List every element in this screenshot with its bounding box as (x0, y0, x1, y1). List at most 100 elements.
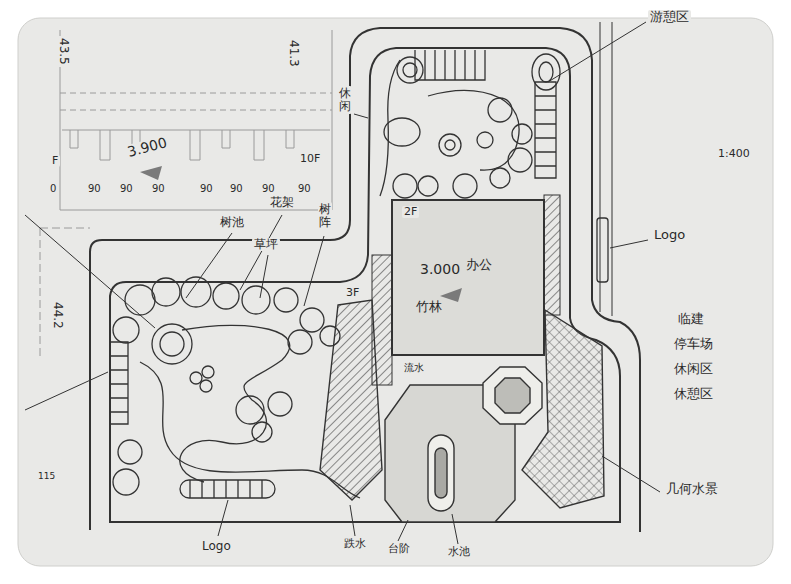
leader-line-part (610, 240, 648, 248)
lower-garden-part (288, 330, 312, 354)
paper-sheet (18, 18, 773, 566)
plan-label: 90 (118, 183, 135, 194)
existing-building-part (40, 228, 41, 360)
existing-building-part (332, 30, 333, 210)
lower-garden-part (110, 342, 128, 424)
plan-label: 树阵 (318, 202, 332, 230)
plan-label: 90 (150, 183, 167, 194)
upper-garden-part (490, 168, 510, 188)
plan-label: 游憩区 (648, 10, 691, 24)
plan-label: 临建 (676, 312, 706, 326)
lower-garden-part (180, 325, 290, 482)
lower-garden-part (152, 278, 180, 306)
upper-garden-part (380, 60, 400, 196)
plaza (320, 300, 604, 522)
existing-building-part (40, 228, 90, 229)
existing-building-part (60, 210, 332, 211)
lower-garden-part (190, 372, 202, 384)
leader-line-part (602, 456, 660, 492)
plan-label: 0 (48, 183, 58, 194)
upper-garden-part (384, 118, 420, 146)
existing-building-part (60, 93, 332, 94)
building-label: 办公 (464, 258, 494, 272)
plan-label: 3F (344, 287, 361, 299)
building-label: 3.000 (418, 262, 462, 277)
leader-line-part (240, 215, 282, 290)
plan-label: 44.2 (51, 300, 64, 331)
plan-label: 90 (296, 183, 313, 194)
upper-garden-part (418, 176, 438, 196)
office-building-part (392, 200, 544, 355)
plan-label: 休闲区 (672, 362, 715, 376)
leader-line-part (350, 505, 355, 536)
building-block: 3.000办公竹林 (392, 200, 544, 355)
upper-garden-part (415, 50, 485, 80)
lower-garden-part (213, 283, 239, 309)
leader-line-part (354, 114, 368, 118)
plan-label: 41.3 (287, 38, 300, 69)
lower-garden-part (236, 396, 264, 424)
leader-line-part (186, 233, 232, 298)
plaza-part (435, 448, 447, 498)
road-edge-part (612, 22, 613, 316)
plan-label: 跌水 (342, 538, 368, 550)
lower-garden-part (160, 332, 184, 356)
road-edge-part (110, 48, 620, 522)
plan-label: 台阶 (386, 543, 412, 555)
office-building-part (544, 195, 560, 315)
lower-garden (110, 218, 608, 498)
upper-garden-part (512, 124, 532, 144)
upper-garden-part (453, 174, 477, 198)
plaza-part (428, 435, 454, 511)
office-building (372, 195, 560, 385)
existing-building (40, 30, 332, 360)
plan-label: 90 (228, 183, 245, 194)
plan-label: 树池 (218, 216, 246, 229)
lower-garden-part (180, 480, 275, 498)
plan-label: 2F (402, 206, 419, 218)
plan-label: 90 (198, 183, 215, 194)
lower-garden-part (190, 480, 262, 498)
road-edge-part (600, 22, 601, 312)
upper-garden-part (532, 54, 560, 90)
plan-label: 休憩区 (672, 387, 715, 401)
plan-label: 43.5 (57, 36, 70, 67)
upper-garden-part (428, 90, 519, 170)
road-edge-part (90, 28, 640, 532)
plan-label: Logo (200, 540, 233, 553)
lower-garden-part (125, 285, 155, 315)
lower-garden-part (152, 324, 192, 364)
lower-garden-part (268, 392, 292, 416)
plan-label: 几何水景 (664, 482, 720, 496)
existing-building-part (62, 130, 330, 160)
plan-label: F (50, 155, 60, 167)
lower-garden-part (181, 277, 211, 307)
lower-garden-part (274, 288, 298, 312)
road-edge (90, 22, 640, 532)
leader-line-part (218, 500, 228, 536)
elevation-mark (140, 166, 162, 180)
plan-label: Logo (652, 228, 687, 242)
leader-line (25, 22, 660, 544)
existing-building-part (60, 110, 332, 111)
upper-garden-part (445, 140, 455, 150)
upper-garden-part (535, 82, 556, 178)
leader-line-part (25, 372, 108, 410)
lower-garden-part (300, 308, 324, 332)
plan-label: 1:400 (716, 148, 752, 160)
upper-garden-part (397, 57, 423, 83)
lower-garden-part (242, 286, 270, 314)
plaza-part (483, 367, 542, 424)
plan-label: 流水 (402, 362, 426, 373)
plan-label: 草坪 (252, 238, 280, 251)
upper-garden-part (508, 148, 532, 172)
lower-garden-part (113, 469, 139, 495)
upper-garden-part (439, 134, 461, 156)
building-label: 竹林 (414, 300, 444, 314)
lower-garden-part (202, 366, 214, 378)
lower-garden-part (200, 380, 212, 392)
leader-line-part (398, 520, 408, 541)
plaza-part (495, 378, 530, 413)
